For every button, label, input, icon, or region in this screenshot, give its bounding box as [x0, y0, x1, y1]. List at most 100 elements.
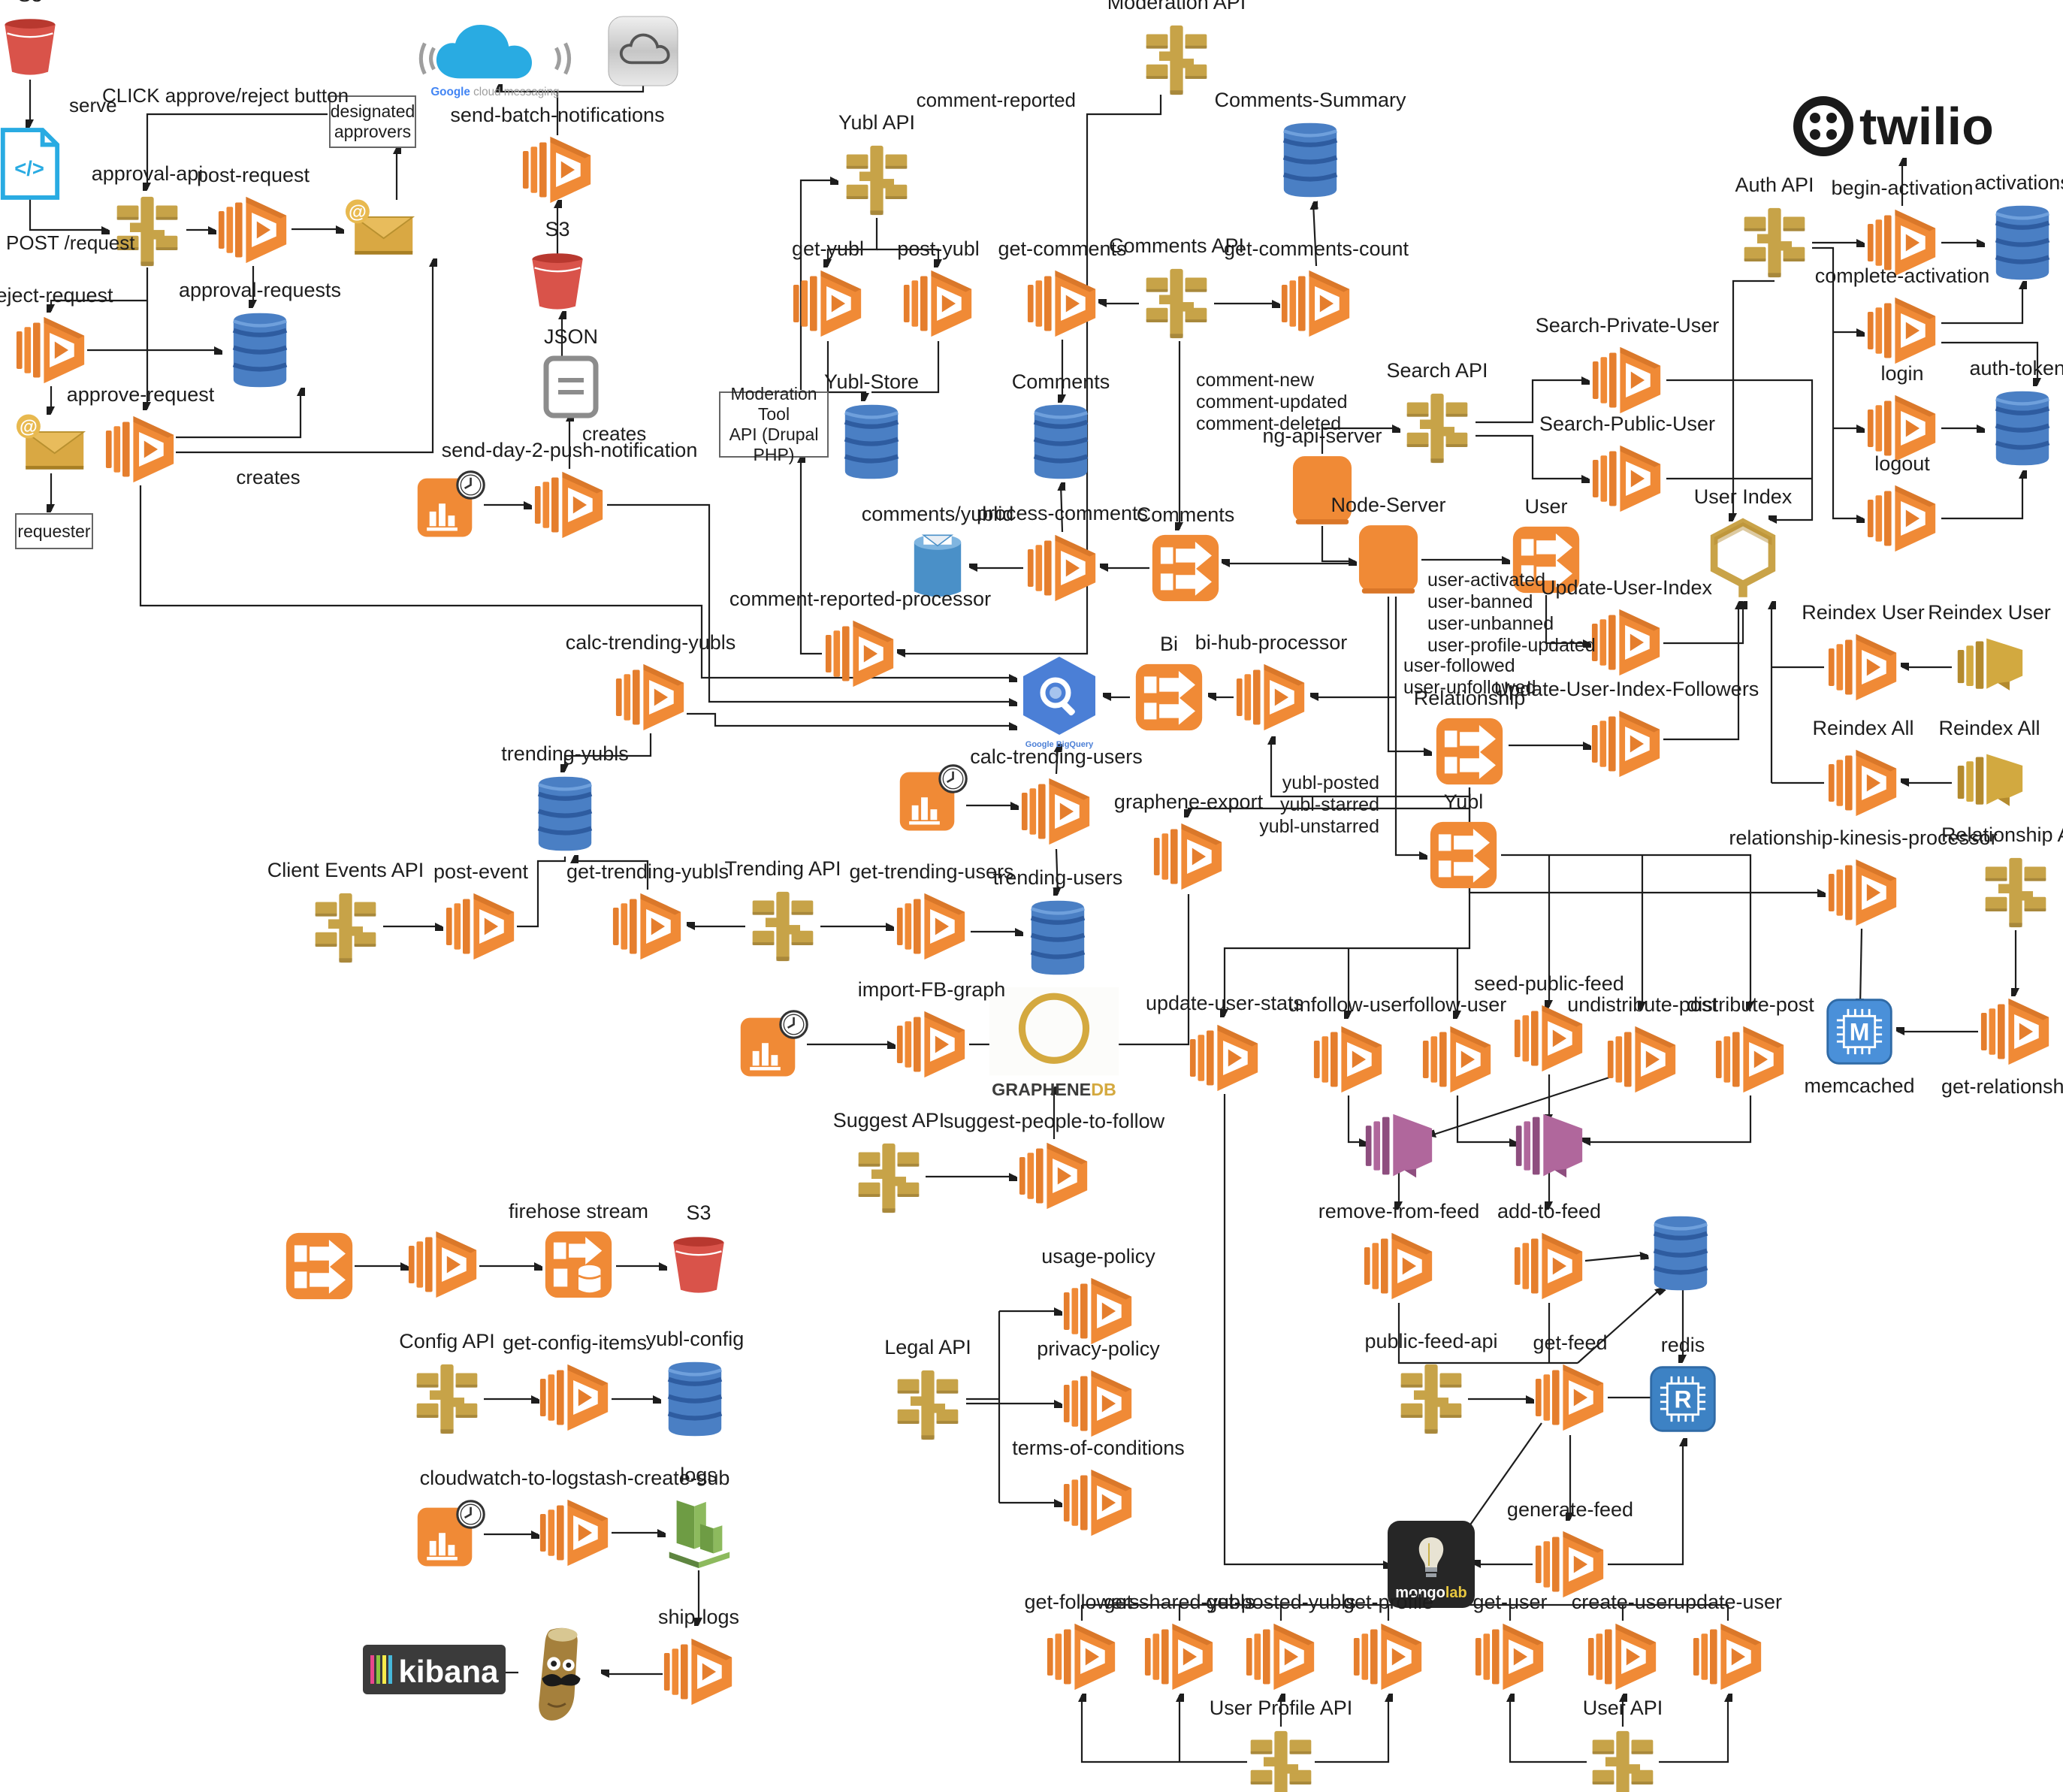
- calc-trending-yubls[interactable]: [615, 661, 687, 733]
- update-user-index[interactable]: [1590, 606, 1663, 678]
- comments-summary[interactable]: [1277, 119, 1343, 201]
- ses-approvers[interactable]: @: [345, 198, 415, 258]
- usage-policy[interactable]: [1062, 1275, 1134, 1347]
- comments-yublid[interactable]: [908, 533, 967, 603]
- memcached[interactable]: M: [1824, 996, 1895, 1067]
- get-posted-yubls[interactable]: [1245, 1621, 1317, 1693]
- gcm[interactable]: Google cloud messaging: [413, 14, 583, 106]
- firehose-stream[interactable]: [544, 1230, 613, 1299]
- graphene-export[interactable]: [1152, 820, 1225, 893]
- comments-stream[interactable]: [1151, 533, 1220, 603]
- feeds-table[interactable]: [1648, 1212, 1714, 1295]
- user-index[interactable]: [1707, 515, 1779, 600]
- search-private-user[interactable]: [1591, 344, 1663, 416]
- logs[interactable]: [662, 1494, 735, 1572]
- yubl-store[interactable]: [838, 400, 905, 483]
- distribute-post[interactable]: [1714, 1023, 1787, 1095]
- begin-activation[interactable]: [1866, 207, 1938, 279]
- create-user[interactable]: [1587, 1621, 1659, 1693]
- send-day-2-push-notification[interactable]: [533, 469, 606, 541]
- get-comments[interactable]: [1026, 267, 1098, 340]
- user-stream[interactable]: [1512, 525, 1581, 594]
- trending-api[interactable]: [747, 887, 819, 966]
- follow-user[interactable]: [1421, 1023, 1494, 1095]
- update-user[interactable]: [1692, 1621, 1764, 1693]
- client-events-api[interactable]: [310, 889, 382, 967]
- get-yubl[interactable]: [792, 267, 864, 340]
- config-api[interactable]: [411, 1360, 483, 1438]
- sns-remove[interactable]: [1363, 1110, 1435, 1182]
- post-event[interactable]: [445, 890, 517, 962]
- yubl-api[interactable]: [841, 141, 913, 219]
- bigquery[interactable]: Google BigQuery: [1017, 654, 1101, 751]
- relationship-kinesis-processor[interactable]: [1827, 857, 1899, 929]
- yubl-config[interactable]: [662, 1358, 728, 1440]
- auth-tokens[interactable]: [1989, 387, 2055, 470]
- generate-feed[interactable]: [1534, 1528, 1606, 1600]
- get-feed[interactable]: [1534, 1361, 1606, 1434]
- post-yubl[interactable]: [902, 267, 974, 340]
- comments-table[interactable]: [1028, 400, 1094, 483]
- code-file[interactable]: </>: [0, 127, 63, 201]
- get-trending-users[interactable]: [896, 890, 968, 962]
- unfollow-user[interactable]: [1312, 1023, 1385, 1095]
- cw-day2[interactable]: [416, 467, 485, 542]
- login[interactable]: [1866, 392, 1938, 464]
- s3-firehose[interactable]: [669, 1231, 729, 1298]
- events-stream[interactable]: [285, 1231, 354, 1301]
- reindex-user[interactable]: [1827, 631, 1899, 703]
- ng-api-server[interactable]: [1291, 455, 1353, 527]
- reindex-all[interactable]: [1827, 747, 1899, 819]
- process-comments[interactable]: [1026, 532, 1098, 604]
- user-profile-api[interactable]: [1245, 1727, 1317, 1792]
- complete-activation[interactable]: [1866, 295, 1938, 367]
- get-trending-yubls[interactable]: [612, 890, 684, 962]
- s3-serve[interactable]: [0, 14, 60, 80]
- moderation-api[interactable]: [1140, 21, 1213, 99]
- cw-fb[interactable]: [739, 1007, 808, 1082]
- get-followers[interactable]: [1046, 1621, 1118, 1693]
- kibana[interactable]: kibana: [362, 1645, 506, 1694]
- suggest-api[interactable]: [853, 1139, 925, 1217]
- approval-requests[interactable]: [227, 309, 293, 391]
- twilio[interactable]: twilio: [1790, 85, 2015, 168]
- calc-trending-users[interactable]: [1020, 775, 1092, 848]
- reindex-user-src[interactable]: [1953, 631, 2025, 703]
- import-fb-graph[interactable]: [896, 1008, 968, 1080]
- legal-api[interactable]: [892, 1366, 964, 1444]
- send-batch-notifications[interactable]: [521, 134, 594, 206]
- undistribute-post[interactable]: [1606, 1023, 1678, 1095]
- requester-box[interactable]: requester: [15, 513, 93, 549]
- logout[interactable]: [1866, 482, 1938, 555]
- reject-request[interactable]: [15, 314, 87, 386]
- get-config-items[interactable]: [539, 1361, 611, 1434]
- get-profile[interactable]: [1352, 1621, 1424, 1693]
- get-relationships[interactable]: [1980, 996, 2052, 1068]
- graphenedb[interactable]: GRAPHENEDB: [988, 987, 1120, 1101]
- update-user-stats[interactable]: [1189, 1022, 1261, 1094]
- firehose-lambda[interactable]: [407, 1228, 479, 1301]
- sns-add[interactable]: [1513, 1110, 1585, 1182]
- icloud[interactable]: [607, 15, 679, 87]
- reindex-all-src[interactable]: [1953, 747, 2025, 819]
- yubl-stream[interactable]: [1429, 820, 1498, 890]
- ses-requester[interactable]: @: [16, 413, 86, 473]
- remove-from-feed[interactable]: [1363, 1230, 1435, 1302]
- post-request[interactable]: [217, 194, 289, 266]
- add-to-feed[interactable]: [1513, 1230, 1585, 1302]
- seed-public-feed[interactable]: [1513, 1002, 1585, 1074]
- approve-request[interactable]: [104, 413, 177, 485]
- bi-hub-processor[interactable]: [1235, 661, 1307, 733]
- update-user-index-followers[interactable]: [1590, 708, 1663, 780]
- get-comments-count[interactable]: [1280, 267, 1352, 340]
- mongolab[interactable]: mongolab: [1386, 1519, 1476, 1609]
- ship-logs[interactable]: [663, 1636, 735, 1708]
- trending-users[interactable]: [1025, 896, 1091, 979]
- privacy-policy[interactable]: [1062, 1367, 1134, 1440]
- s3-json[interactable]: [527, 248, 587, 314]
- approval-api[interactable]: [111, 192, 183, 270]
- activations[interactable]: [1989, 201, 2055, 284]
- json-doc[interactable]: [543, 355, 599, 419]
